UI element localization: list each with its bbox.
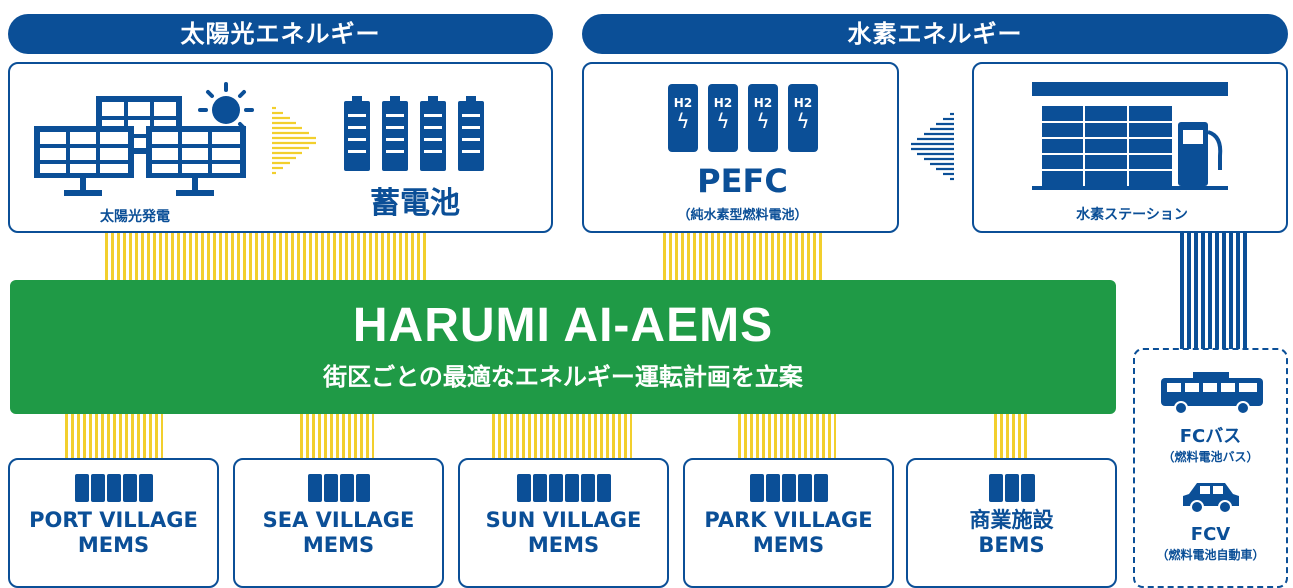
connector-park <box>738 414 836 458</box>
village-name: SEA VILLAGE <box>262 508 415 532</box>
tank-label: H2 <box>713 96 733 110</box>
arrow-left-icon <box>911 112 954 181</box>
core-title: HARUMI AI-AEMS <box>352 299 774 352</box>
fc-bus-label: FCバス <box>1179 426 1242 447</box>
connector-sea <box>300 414 374 458</box>
village-type: MEMS <box>302 533 375 557</box>
fc-bus-sublabel: （燃料電池バス） <box>1162 450 1259 464</box>
commercial-bems-box: 商業施設 BEMS <box>906 458 1117 588</box>
village-box-park: PARK VILLAGE MEMS <box>683 458 894 588</box>
fc-bus-icon <box>1161 372 1263 414</box>
tank-label: H2 <box>673 96 693 110</box>
hydrogen-tank-icon: H2 ϟ <box>708 84 738 152</box>
battery-icons <box>344 96 484 171</box>
connector-commercial <box>994 414 1028 458</box>
arrow-right-icon <box>272 106 316 175</box>
fcv-sublabel: （燃料電池自動車） <box>1156 548 1265 562</box>
village-box-sun: SUN VILLAGE MEMS <box>458 458 669 588</box>
solar-energy-header: 太陽光エネルギー <box>8 14 553 54</box>
core-subtitle: 街区ごとの最適なエネルギー運転計画を立案 <box>323 363 803 391</box>
hydrogen-energy-header: 水素エネルギー <box>582 14 1288 54</box>
storage-battery-label: 蓄電池 <box>370 186 460 221</box>
connector-port <box>65 414 163 458</box>
village-box-sea: SEA VILLAGE MEMS <box>233 458 444 588</box>
village-name: SUN VILLAGE <box>485 508 642 532</box>
solar-panel-label: 太陽光発電 <box>100 209 170 225</box>
harumi-ai-aems-core: HARUMI AI-AEMS 街区ごとの最適なエネルギー運転計画を立案 <box>10 280 1116 414</box>
hydrogen-station-label: 水素ステーション <box>1076 207 1188 223</box>
hydrogen-station-icon <box>1032 82 1228 190</box>
hydrogen-tank-icon: H2 ϟ <box>748 84 778 152</box>
battery-row-icon <box>685 474 892 508</box>
hydrogen-station-box: 水素ステーション <box>972 62 1288 233</box>
tank-label: H2 <box>793 96 813 110</box>
village-name: PARK VILLAGE <box>704 508 873 532</box>
village-type: MEMS <box>527 533 600 557</box>
battery-row-icon <box>235 474 442 508</box>
hydrogen-tank-row: H2 ϟ H2 ϟ H2 ϟ H2 ϟ <box>668 84 818 156</box>
facility-name: 商業施設 <box>969 508 1054 532</box>
fcv-car-icon <box>1183 483 1239 514</box>
connector-pefc <box>663 233 825 280</box>
hydrogen-tank-icon: H2 ϟ <box>788 84 818 152</box>
vehicles-box: FCバス （燃料電池バス） FCV （燃料電池自動車） <box>1133 348 1288 588</box>
lightning-icon: ϟ <box>676 109 690 133</box>
battery-row-icon <box>460 474 667 508</box>
battery-row-icon <box>908 474 1115 508</box>
solar-box: 太陽光発電 <box>8 62 553 233</box>
lightning-icon: ϟ <box>716 109 730 133</box>
battery-row-icon <box>10 474 217 508</box>
village-type: MEMS <box>752 533 825 557</box>
village-box-port: PORT VILLAGE MEMS <box>8 458 219 588</box>
lightning-icon: ϟ <box>756 109 770 133</box>
connector-solar <box>105 233 428 280</box>
tank-label: H2 <box>753 96 773 110</box>
solar-panel-icon <box>34 82 254 196</box>
connector-sun <box>492 414 632 458</box>
village-type: MEMS <box>77 533 150 557</box>
facility-type: BEMS <box>978 533 1045 557</box>
pefc-subtitle: （純水素型燃料電池） <box>677 208 808 223</box>
connector-station <box>1180 233 1248 349</box>
fcv-label: FCV <box>1190 524 1231 545</box>
lightning-icon: ϟ <box>796 109 810 133</box>
pefc-title: PEFC <box>697 162 788 200</box>
hydrogen-tank-icon: H2 ϟ <box>668 84 698 152</box>
pefc-box: H2 ϟ H2 ϟ H2 ϟ H2 ϟ PEFC （純水素型燃料電池） <box>582 62 899 233</box>
village-name: PORT VILLAGE <box>29 508 198 532</box>
